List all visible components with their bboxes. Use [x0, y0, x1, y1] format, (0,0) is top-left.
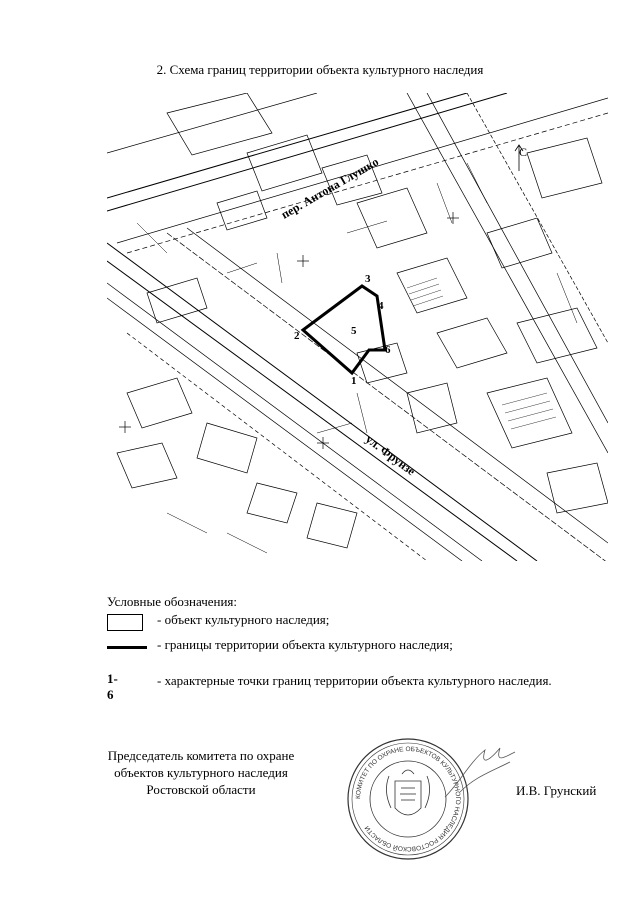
point-label-6: 6 [385, 344, 391, 356]
legend-points-code: 1-6 [107, 671, 118, 702]
map-drawing [107, 93, 608, 561]
signer-name: И.В. Грунский [516, 783, 597, 798]
point-label-2: 2 [294, 330, 300, 342]
legend-points-text: - характерные точки границ территории об… [157, 673, 552, 688]
point-label-1: 1 [351, 375, 357, 387]
north-label: С [519, 145, 528, 159]
legend-object-symbol [107, 614, 143, 631]
point-label-4: 4 [378, 300, 384, 312]
legend-heading: Условные обозначения: [107, 594, 238, 609]
legend-boundary-text: - границы территории объекта культурного… [157, 637, 453, 652]
point-label-3: 3 [365, 273, 371, 285]
point-label-5: 5 [351, 325, 357, 337]
cadastral-map: пер. Антона Глушко ул. Фрунзе С 1 2 3 4 … [107, 93, 608, 561]
page-title: 2. Схема границ территории объекта культ… [156, 62, 484, 77]
legend-boundary-symbol [107, 646, 147, 649]
signer-position: Председатель комитета по охране объектов… [107, 748, 295, 797]
handwritten-signature [444, 747, 516, 798]
territory-boundary [300, 284, 387, 376]
official-seal: КОМИТЕТ ПО ОХРАНЕ ОБЪЕКТОВ КУЛЬТУРНОГО Н… [347, 738, 469, 860]
legend-object-text: - объект культурного наследия; [157, 612, 330, 627]
